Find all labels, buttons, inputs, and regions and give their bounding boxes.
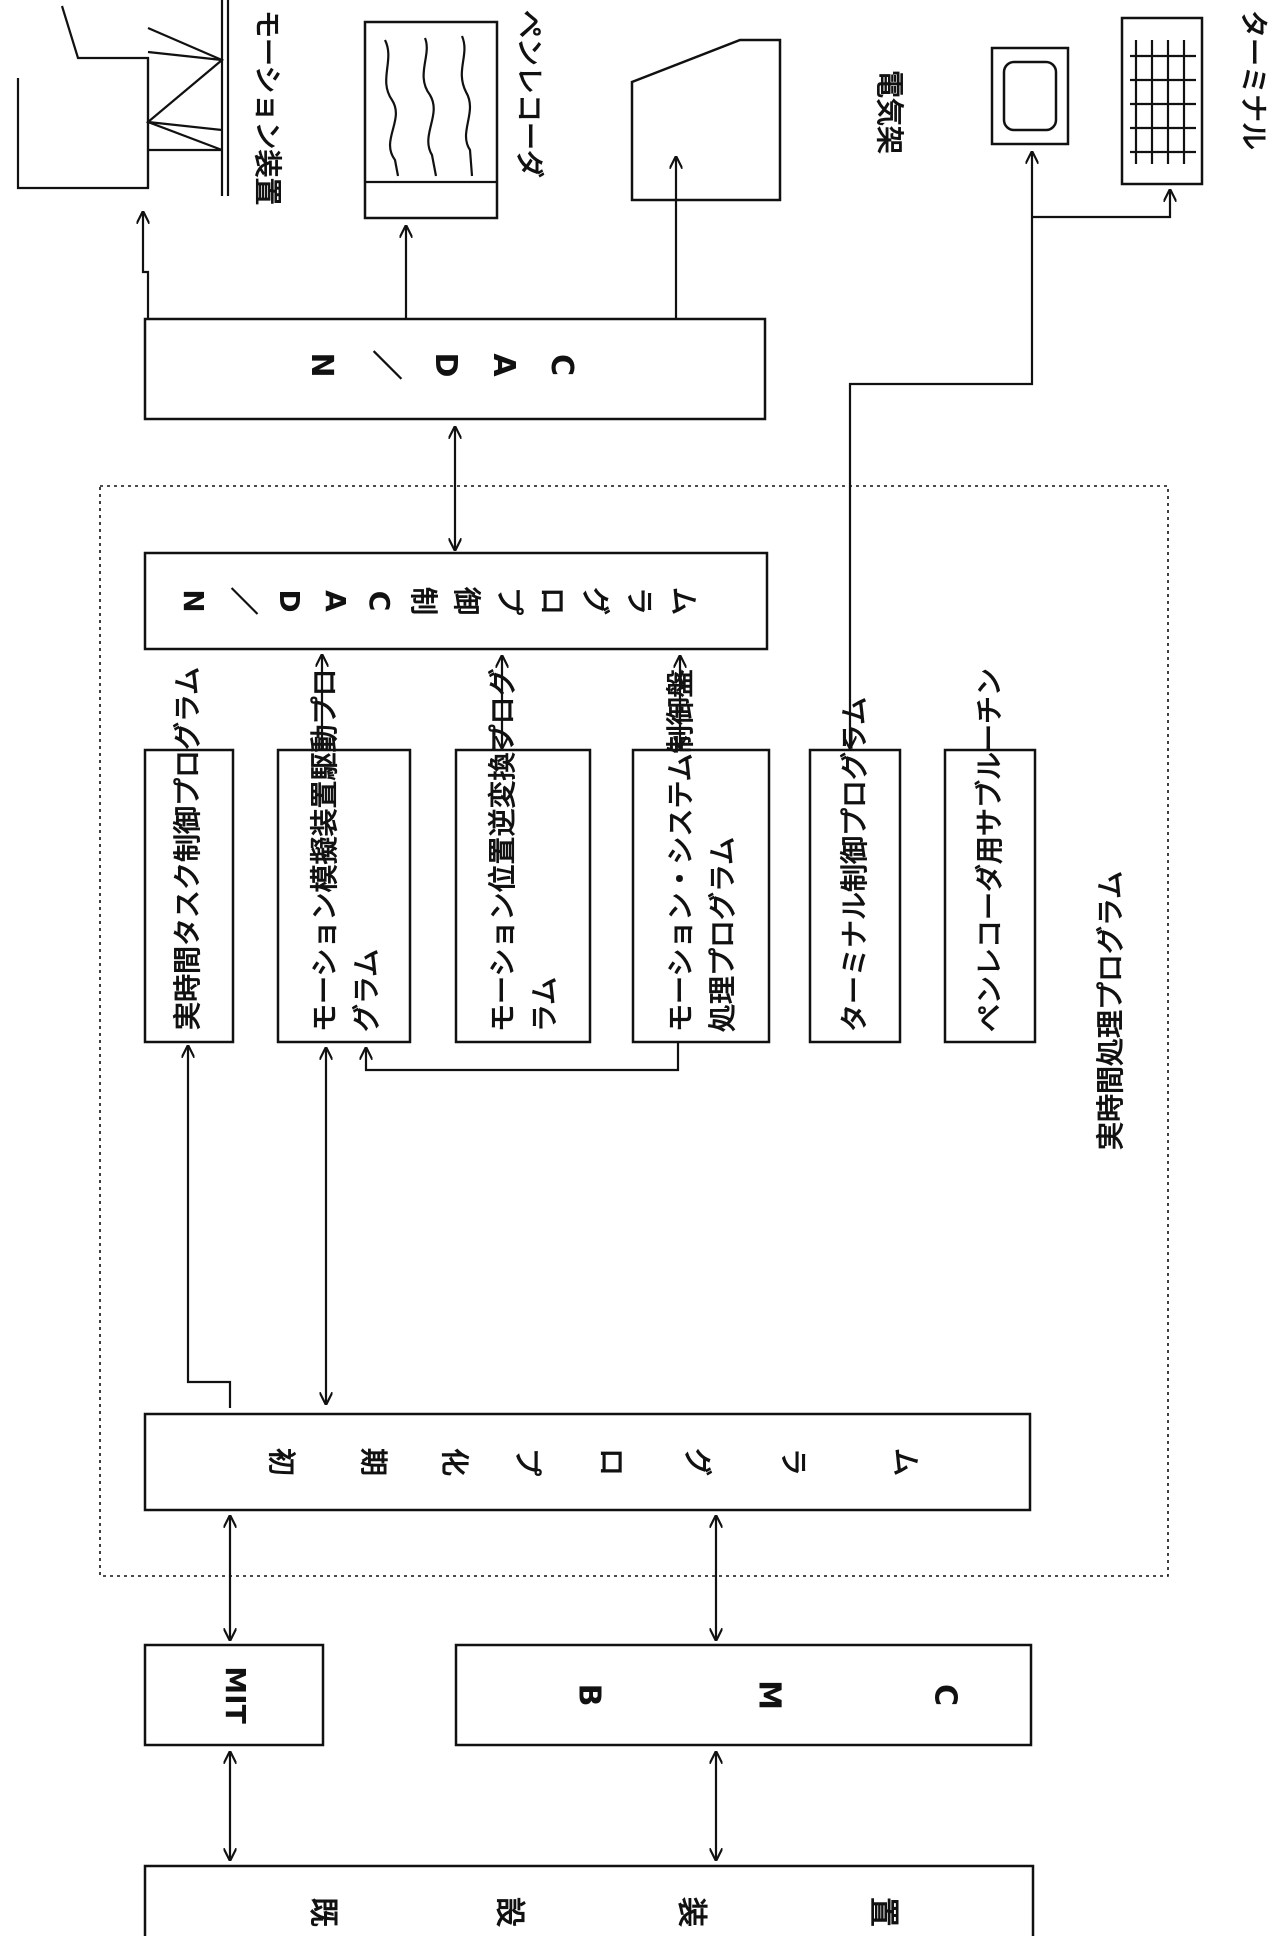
svg-text:置: 置 — [866, 1897, 901, 1927]
realtime-task-control-label: 実時間タスク制御プログラム — [171, 667, 204, 1030]
svg-text:ロ: ロ — [595, 1448, 628, 1476]
svg-text:ラ: ラ — [777, 1448, 810, 1476]
pen-recorder-label: ペンレコーダ — [513, 10, 546, 178]
svg-text:A: A — [486, 353, 521, 377]
svg-text:A: A — [319, 590, 352, 612]
programs-to-init-arrows — [188, 1042, 678, 1408]
motion-device-icon — [18, 0, 228, 196]
svg-text:化: 化 — [438, 1448, 471, 1476]
svg-text:初: 初 — [265, 1448, 298, 1476]
svg-text:／: ／ — [368, 350, 403, 380]
svg-text:処理プログラム: 処理プログラム — [706, 837, 739, 1032]
svg-text:グ: グ — [579, 587, 612, 615]
terminal-icon — [992, 18, 1202, 184]
svg-text:モーション位置逆変換プログ: モーション位置逆変換プログ — [486, 669, 519, 1032]
svg-text:ム: ム — [667, 587, 700, 615]
svg-text:設: 設 — [492, 1897, 527, 1927]
svg-text:MIT: MIT — [219, 1666, 252, 1723]
svg-text:装: 装 — [674, 1897, 709, 1927]
svg-text:プ: プ — [493, 587, 526, 616]
motion-sim-drive-box — [278, 750, 410, 1042]
mit-bmc-to-existing-arrows — [230, 1752, 716, 1860]
pen-recorder-subroutine-label: ペンレコーダ用サブルーチン — [973, 668, 1006, 1032]
svg-text:C: C — [928, 1684, 963, 1706]
svg-text:N: N — [304, 352, 339, 377]
svg-text:既: 既 — [306, 1897, 341, 1927]
svg-text:D: D — [428, 353, 463, 378]
svg-text:C: C — [544, 354, 579, 376]
svg-text:グ: グ — [681, 1448, 714, 1476]
pen-recorder-icon — [365, 22, 497, 218]
svg-text:グラム: グラム — [350, 949, 383, 1032]
svg-text:制: 制 — [407, 587, 440, 615]
init-to-mit-bmc-arrows — [230, 1516, 716, 1640]
svg-text:御: 御 — [450, 586, 483, 615]
svg-text:実時間処理プログラム: 実時間処理プログラム — [1094, 871, 1127, 1150]
terminal-label: ターミナル — [1237, 10, 1270, 150]
svg-text:モーション模擬装置駆動プロ: モーション模擬装置駆動プロ — [308, 669, 341, 1032]
svg-text:ラム: ラム — [528, 977, 561, 1032]
svg-text:モーション・システム制御盤: モーション・システム制御盤 — [664, 668, 697, 1032]
svg-text:ペンレコーダ用サブルーチン: ペンレコーダ用サブルーチン — [973, 668, 1006, 1032]
svg-text:B: B — [572, 1684, 607, 1707]
svg-text:ム: ム — [889, 1448, 922, 1476]
svg-text:D: D — [273, 589, 306, 612]
motion-pos-inverse-box — [456, 750, 590, 1042]
mit-label: MIT — [219, 1666, 252, 1723]
electric-rack-icon — [632, 40, 780, 200]
svg-text:期: 期 — [357, 1448, 390, 1476]
realtime-group-label: 実時間処理プログラム — [1094, 871, 1127, 1150]
svg-text:／: ／ — [227, 587, 260, 615]
svg-text:実時間タスク制御プログラム: 実時間タスク制御プログラム — [171, 667, 204, 1030]
svg-text:C: C — [363, 591, 396, 612]
electric-rack-label: 電気架 — [873, 70, 906, 154]
svg-text:ロ: ロ — [536, 587, 569, 615]
svg-text:ラ: ラ — [623, 587, 656, 615]
svg-text:ターミナル制御プログラム: ターミナル制御プログラム — [838, 697, 871, 1032]
svg-text:N: N — [177, 589, 210, 612]
terminal-connection-arrows — [850, 152, 1170, 748]
motion-device-label: モーション装置 — [251, 10, 284, 205]
terminal-control-label: ターミナル制御プログラム — [838, 697, 871, 1032]
svg-text:プ: プ — [511, 1448, 544, 1477]
svg-text:M: M — [752, 1680, 787, 1710]
motion-system-panel-box — [633, 750, 769, 1042]
